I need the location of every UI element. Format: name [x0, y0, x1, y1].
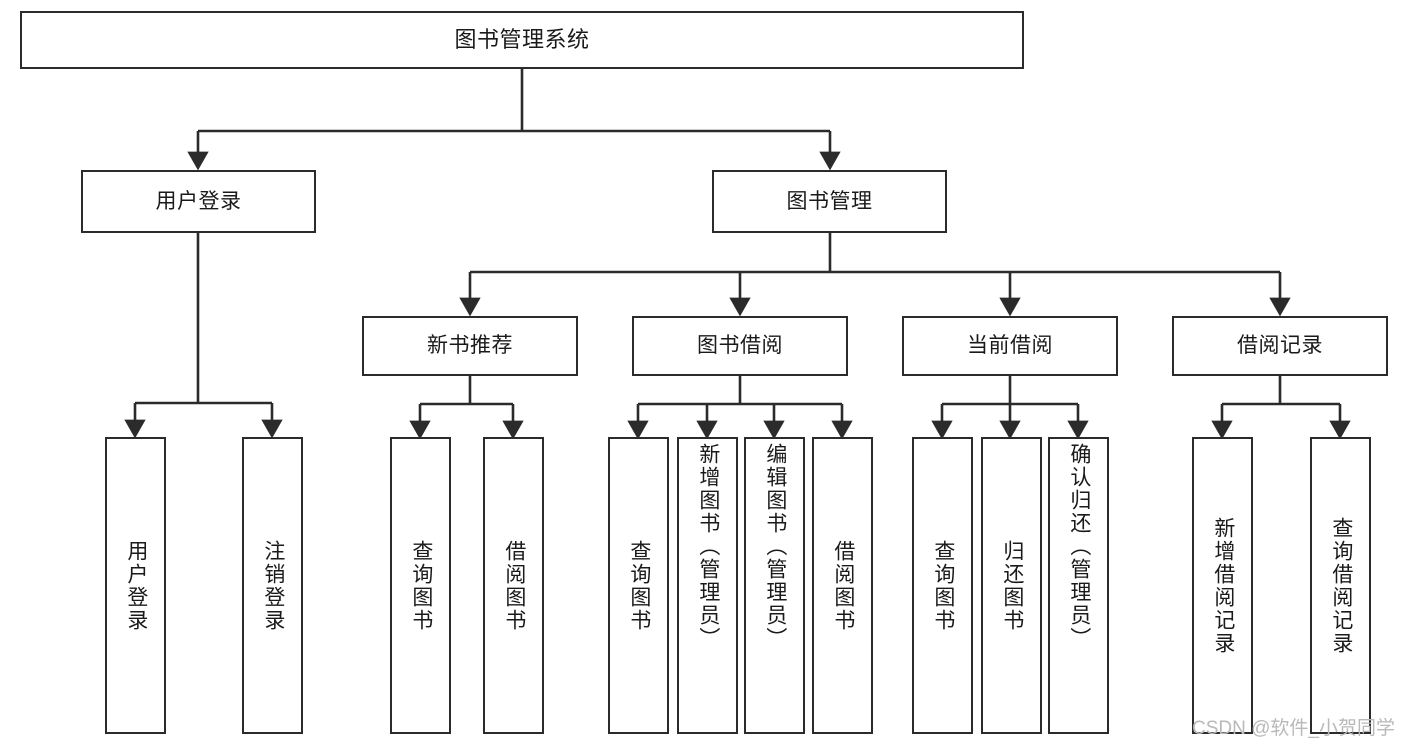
- node-leaf-user-login[interactable]: 用户登录: [105, 437, 166, 734]
- node-label: 用户登录: [155, 189, 242, 213]
- node-book-borrow[interactable]: 图书借阅: [632, 316, 848, 376]
- node-label: 新增图书（管理员）: [696, 443, 720, 650]
- node-label: 新增借阅记录: [1211, 516, 1235, 655]
- csdn-watermark: CSDN @软件_小贺同学: [1192, 718, 1395, 739]
- node-label: 借阅图书: [831, 539, 855, 632]
- node-label: 查询图书: [409, 539, 433, 632]
- node-label: 查询借阅记录: [1329, 516, 1353, 655]
- node-label: 图书管理系统: [454, 26, 590, 52]
- node-label: 图书管理: [786, 189, 873, 213]
- node-label: 查询图书: [627, 539, 651, 632]
- node-leaf-borrow-book-recommend[interactable]: 借阅图书: [483, 437, 544, 734]
- node-book-manage[interactable]: 图书管理: [712, 170, 947, 233]
- node-label: 用户登录: [124, 539, 148, 632]
- node-leaf-query-borrow-record[interactable]: 查询借阅记录: [1310, 437, 1371, 734]
- node-label: 借阅记录: [1237, 334, 1323, 358]
- node-leaf-confirm-return[interactable]: 确认归还（管理员）: [1048, 437, 1109, 734]
- node-leaf-return-book[interactable]: 归还图书: [981, 437, 1042, 734]
- node-root-system[interactable]: 图书管理系统: [20, 11, 1024, 69]
- node-leaf-logout[interactable]: 注销登录: [242, 437, 303, 734]
- node-leaf-borrow-book[interactable]: 借阅图书: [812, 437, 873, 734]
- node-leaf-query-book-recommend[interactable]: 查询图书: [390, 437, 451, 734]
- node-label: 确认归还（管理员）: [1067, 443, 1091, 650]
- node-leaf-edit-book[interactable]: 编辑图书（管理员）: [744, 437, 805, 734]
- node-new-book-recommend[interactable]: 新书推荐: [362, 316, 578, 376]
- node-leaf-query-book-current[interactable]: 查询图书: [912, 437, 973, 734]
- node-label: 当前借阅: [967, 334, 1053, 358]
- node-label: 编辑图书（管理员）: [763, 443, 787, 650]
- node-label: 图书借阅: [697, 334, 783, 358]
- node-borrow-record[interactable]: 借阅记录: [1172, 316, 1388, 376]
- node-label: 注销登录: [261, 539, 285, 632]
- node-label: 归还图书: [1000, 539, 1024, 632]
- node-leaf-add-borrow-record[interactable]: 新增借阅记录: [1192, 437, 1253, 734]
- node-label: 新书推荐: [427, 334, 513, 358]
- node-label: 查询图书: [931, 539, 955, 632]
- node-label: 借阅图书: [502, 539, 526, 632]
- node-user-login[interactable]: 用户登录: [81, 170, 316, 233]
- node-current-borrow[interactable]: 当前借阅: [902, 316, 1118, 376]
- node-leaf-add-book[interactable]: 新增图书（管理员）: [677, 437, 738, 734]
- node-leaf-query-book-borrow[interactable]: 查询图书: [608, 437, 669, 734]
